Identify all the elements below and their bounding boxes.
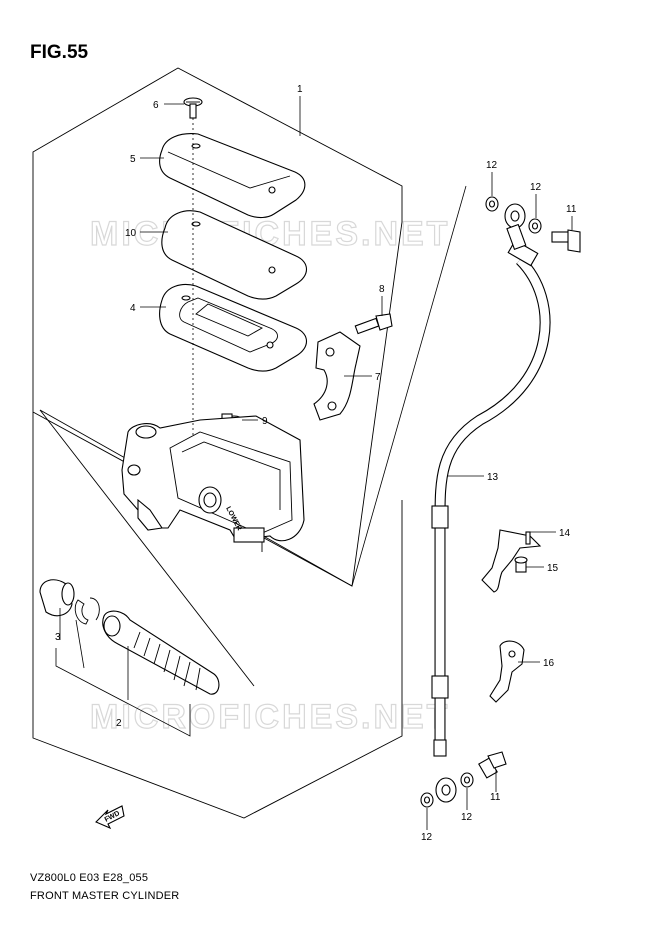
assembly-outline-frame: [32, 412, 403, 819]
callout-14: 14: [559, 528, 571, 539]
figure-name: FRONT MASTER CYLINDER: [30, 890, 180, 902]
callout-2: 2: [116, 718, 122, 729]
assembly-diagonal-b: [39, 409, 255, 687]
part-clamp-7: [313, 331, 361, 421]
part-piston-set-2: [102, 610, 220, 695]
part-bolt-15: [514, 556, 528, 573]
figure-title: FIG.55: [30, 42, 89, 63]
part-brake-hose-13: [431, 239, 551, 757]
callout-3: 3: [55, 632, 61, 643]
banjo-fitting-bottom: [435, 777, 457, 803]
part-union-bolt-11-top: [551, 229, 581, 253]
bracket-part-2: [55, 648, 191, 737]
part-screw-6: [183, 97, 203, 119]
part-clamp-16: [489, 640, 525, 703]
leader-lines: [140, 96, 573, 830]
callout-16: 16: [543, 658, 555, 669]
callout-11-bottom: 11: [490, 792, 501, 803]
callout-12-top-left: 12: [486, 160, 498, 171]
part-piston-boot-3: [39, 579, 75, 617]
callout-13: 13: [487, 472, 499, 483]
callout-12-bottom-left: 12: [421, 832, 433, 843]
callout-4: 4: [130, 303, 136, 314]
part-washer-12-bottom-left: [420, 792, 434, 808]
callout-12-top-right: 12: [530, 182, 542, 193]
callout-9: 9: [262, 416, 268, 427]
part-washer-12-top-right: [528, 218, 542, 234]
callout-1: 1: [297, 84, 303, 95]
part-master-cylinder-body: LOWER: [121, 415, 305, 552]
part-bolt-8: [354, 313, 393, 335]
banjo-fitting-top: [504, 203, 527, 251]
reference-line-hose: [351, 185, 467, 587]
forward-direction-arrow: FWD: [95, 805, 125, 830]
part-washer-12-top-left: [485, 196, 499, 212]
figure-model-code: VZ800L0 E03 E28_055: [30, 872, 149, 884]
part-reservoir-cap-5: [159, 133, 306, 219]
callout-7: 7: [375, 372, 381, 383]
part-circlip: [74, 597, 100, 625]
part-plate-10: [161, 210, 308, 300]
callout-12-bottom-right: 12: [461, 812, 473, 823]
callout-6: 6: [153, 100, 159, 111]
part-clamp-14: [481, 529, 542, 593]
part-union-bolt-11-bottom: [478, 751, 507, 779]
callout-10: 10: [125, 228, 137, 239]
part-diaphragm-4: [159, 283, 308, 372]
leader-circlip: [75, 619, 85, 669]
watermark-bottom: MICROFICHES.NET: [90, 698, 450, 736]
part-washer-12-bottom-right: [460, 772, 474, 788]
callout-8: 8: [379, 284, 385, 295]
callout-5: 5: [130, 154, 136, 165]
callout-15: 15: [547, 563, 559, 574]
callout-11-top: 11: [566, 204, 577, 215]
